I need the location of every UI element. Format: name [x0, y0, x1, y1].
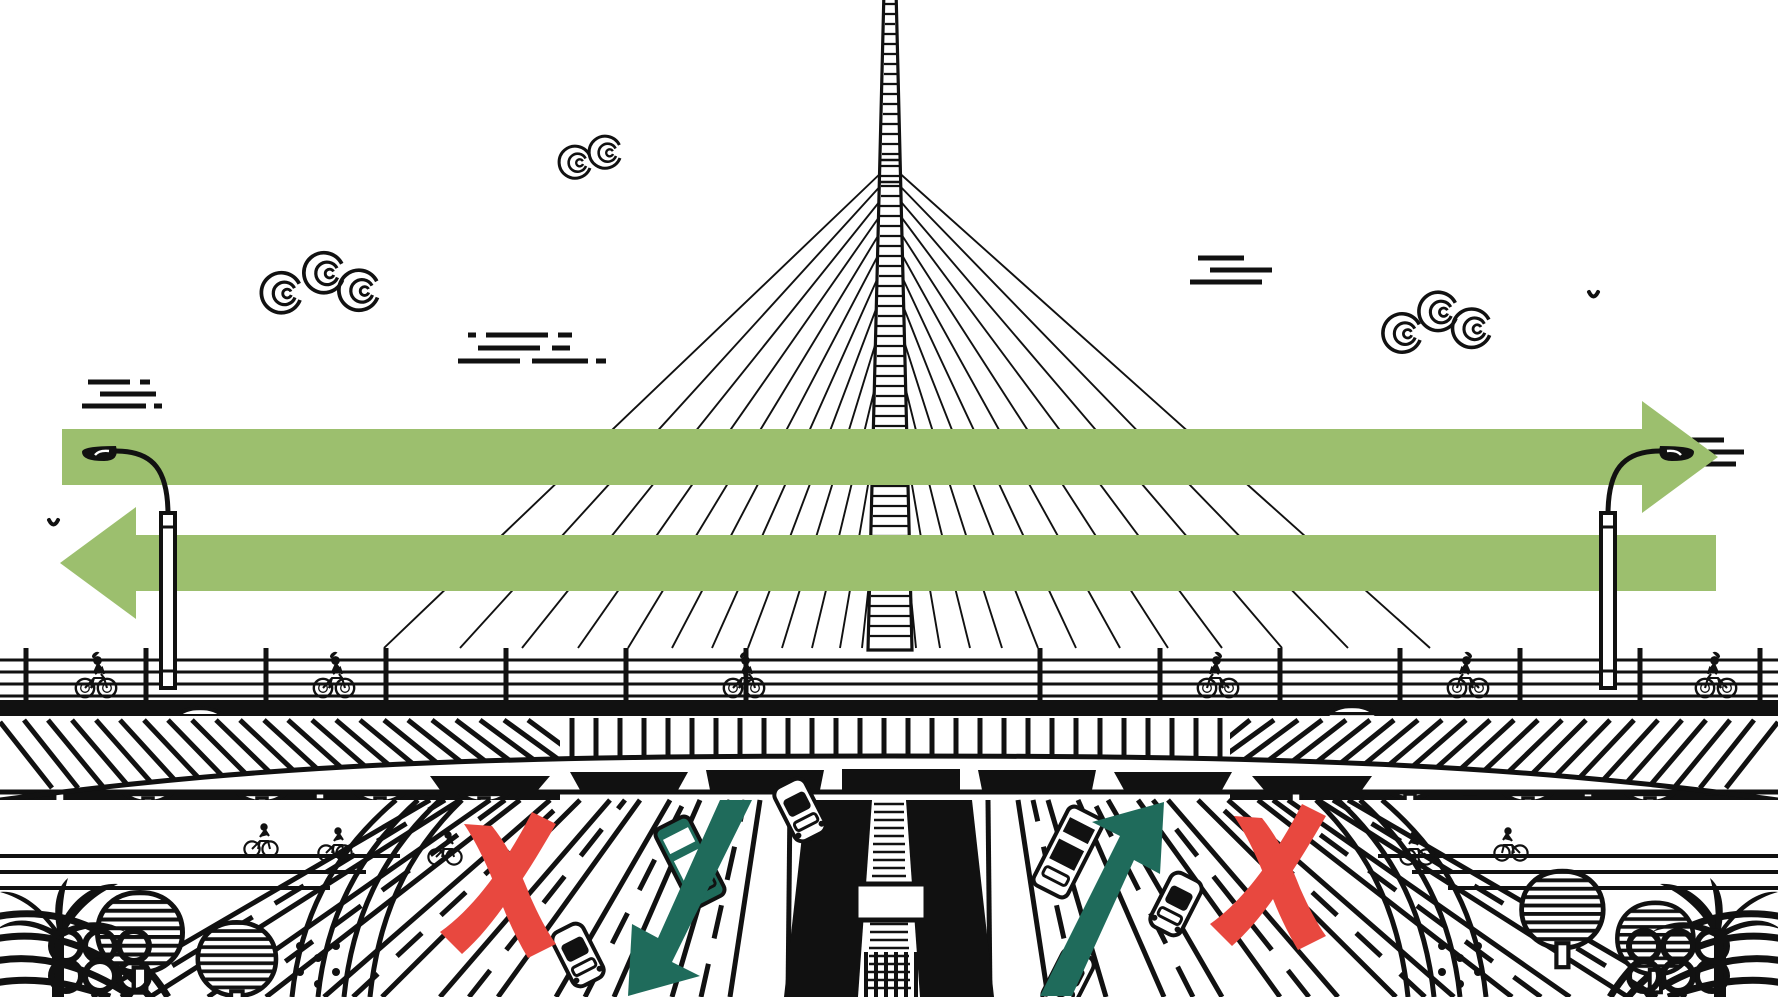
pylon-collar [879, 158, 902, 184]
pylon-footing [853, 881, 929, 923]
shoulder-arcs-right [1314, 798, 1489, 997]
traffic-arrow-outbound [628, 800, 752, 996]
bike-direction-arrow-right [62, 401, 1718, 513]
bike-flow-arrows [60, 401, 1718, 619]
bike-direction-arrow-left [60, 507, 1716, 619]
soffit-bearing-blocks [430, 769, 1372, 790]
no-crossing-mark-right [1210, 804, 1326, 950]
shoulder-arcs-left [289, 798, 464, 997]
palm-tree-left [0, 878, 126, 997]
bridge-deck [0, 648, 1778, 720]
lower-bike-paths [0, 822, 1778, 890]
no-crossing-mark-left [440, 812, 556, 958]
ground-texture-right [1438, 942, 1482, 988]
cloud-dashes [1190, 255, 1272, 285]
traffic-arrow-inbound [1040, 802, 1164, 996]
foreground-vegetation-left [0, 878, 276, 997]
foreground-vegetation-right [1522, 871, 1778, 997]
hedge-right [1626, 928, 1730, 994]
no-crossing-marks [440, 804, 1326, 958]
traffic-direction-arrows [628, 800, 1164, 996]
cloud-dashes [82, 379, 162, 409]
tree-foreground [198, 922, 276, 997]
median-comb-texture [844, 952, 938, 997]
ground-texture-left [296, 942, 340, 988]
sky-layer [47, 134, 1744, 743]
cloud-dashes [458, 332, 606, 364]
hedge-left [48, 928, 152, 994]
bridge-soffit [0, 716, 1778, 803]
deck-slab [0, 700, 1778, 716]
